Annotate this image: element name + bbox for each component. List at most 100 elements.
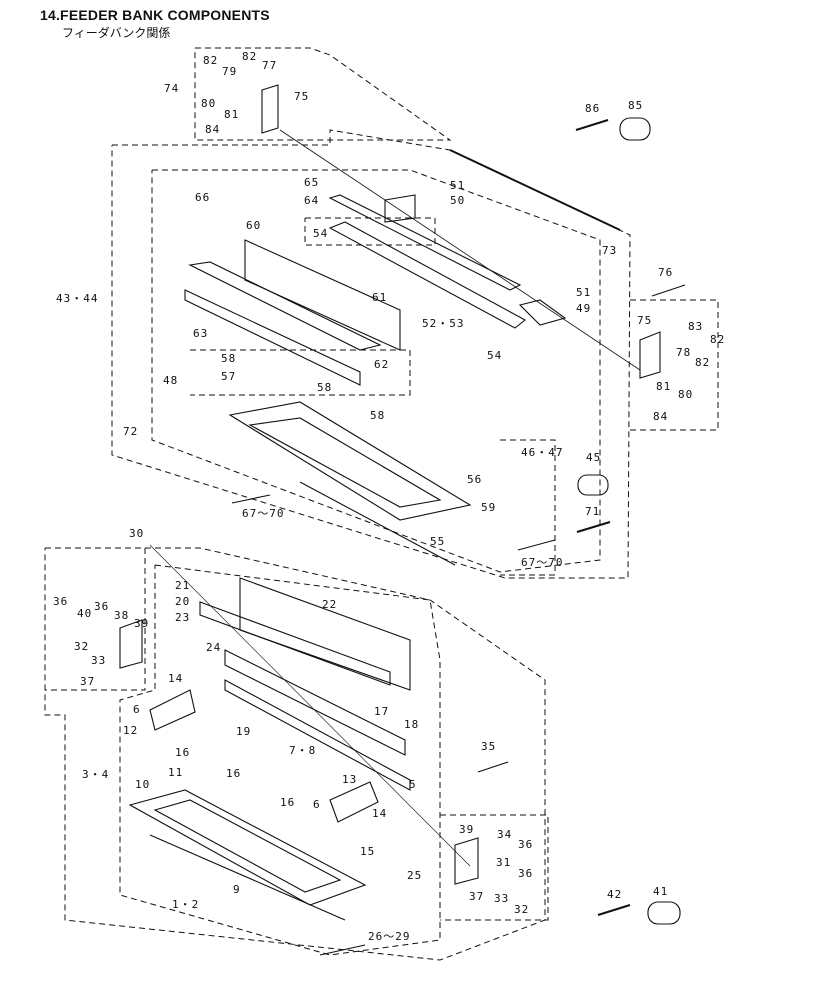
callout-label: 55 (430, 535, 446, 548)
callout-label: 46・47 (521, 446, 564, 459)
callout-label: 83 (688, 320, 704, 333)
callout-label: 43・44 (56, 292, 99, 305)
callout-label: 75 (637, 314, 653, 327)
callout-label: 20 (175, 595, 191, 608)
callout-label: 15 (360, 845, 376, 858)
callout-label: 3・4 (82, 768, 110, 781)
callout-label: 22 (322, 598, 338, 611)
callout-label: 35 (481, 740, 497, 753)
callout-label: 17 (374, 705, 390, 718)
page-subtitle: フィーダバンク関係 (62, 26, 171, 40)
callout-label: 37 (469, 890, 485, 903)
pin-35 (477, 761, 509, 773)
right-bracket-outline (630, 299, 719, 431)
pin-76 (651, 284, 686, 297)
callout-label: 36 (53, 595, 69, 608)
callout-label: 72 (123, 425, 139, 438)
callout-label: 31 (496, 856, 512, 869)
callout-label: 73 (602, 244, 618, 257)
callout-label: 32 (74, 640, 90, 653)
upper-bottom-rail (299, 481, 456, 566)
upper-bracket-75 (261, 84, 279, 134)
callout-label: 67～70 (521, 556, 564, 569)
callout-label: 51 (450, 179, 466, 192)
callout-label: 36 (518, 867, 534, 880)
pin-86 (575, 119, 609, 131)
callout-label: 14 (372, 807, 388, 820)
callout-label: 52・53 (422, 317, 465, 330)
upper-rail-64 (328, 194, 522, 291)
callout-label: 77 (262, 59, 278, 72)
callout-label: 58 (370, 409, 386, 422)
callout-label: 84 (205, 123, 221, 136)
callout-label: 75 (294, 90, 310, 103)
callout-label: 86 (585, 102, 601, 115)
callout-label: 67～70 (242, 507, 285, 520)
page-title: 14.FEEDER BANK COMPONENTS (40, 7, 270, 23)
callout-label: 66 (195, 191, 211, 204)
bracket-group-outline-top (194, 47, 452, 141)
callout-label: 49 (576, 302, 592, 315)
callout-label: 11 (168, 766, 184, 779)
callout-label: 33 (91, 654, 107, 667)
callout-label: 25 (407, 869, 423, 882)
right-bracket-75 (639, 331, 661, 379)
callout-label: 9 (233, 883, 241, 896)
callout-label: 85 (628, 99, 644, 112)
callout-label: 50 (450, 194, 466, 207)
upper-connector-block (184, 239, 401, 386)
pin-71 (576, 521, 611, 533)
callout-label: 6 (313, 798, 321, 811)
callout-label: 48 (163, 374, 179, 387)
lower-assembly-outline (44, 547, 546, 961)
inner-lower-frame-outline (119, 564, 441, 956)
callout-label: 24 (206, 641, 222, 654)
callout-label: 54 (487, 349, 503, 362)
lower-bracket-39 (119, 619, 143, 669)
upper-rail-52-53 (328, 221, 526, 329)
callout-label: 40 (77, 607, 93, 620)
lower-right-outline (500, 439, 556, 576)
callout-label: 16 (226, 767, 242, 780)
callout-label: 71 (585, 505, 601, 518)
callout-label: 82 (203, 54, 219, 67)
callout-label: 64 (304, 194, 320, 207)
callout-label: 79 (222, 65, 238, 78)
callout-label: 42 (607, 888, 623, 901)
plate-67-70-left (231, 494, 271, 504)
callout-label: 36 (94, 600, 110, 613)
callout-label: 21 (175, 579, 191, 592)
callout-label: 36 (518, 838, 534, 851)
leader-line-main (279, 129, 641, 371)
callout-label: 19 (236, 725, 252, 738)
callout-label: 65 (304, 176, 320, 189)
bracket-group-outline-bottom (45, 547, 146, 691)
callout-label: 10 (135, 778, 151, 791)
callout-label: 5 (409, 778, 417, 791)
callout-label: 6 (133, 703, 141, 716)
callout-label: 16 (280, 796, 296, 809)
leader-line-lower (149, 544, 471, 867)
callout-label: 54 (313, 227, 329, 240)
callout-label: 26～29 (368, 930, 411, 943)
upper-long-rod-73 (449, 149, 621, 231)
callout-label: 45 (586, 451, 602, 464)
callout-label: 60 (246, 219, 262, 232)
rail-group-outline (304, 217, 436, 246)
lower-connector-block (199, 577, 411, 791)
callout-label: 80 (201, 97, 217, 110)
callout-label: 41 (653, 885, 669, 898)
callout-label: 37 (80, 675, 96, 688)
callout-label: 81 (656, 380, 672, 393)
callout-label: 56 (467, 473, 483, 486)
callout-label: 1・2 (172, 898, 200, 911)
callout-label: 74 (164, 82, 180, 95)
callout-label: 33 (494, 892, 510, 905)
callout-label: 39 (459, 823, 475, 836)
assembly-boundaries (44, 47, 719, 961)
components (119, 84, 686, 956)
callout-label: 16 (175, 746, 191, 759)
callout-label: 58 (221, 352, 237, 365)
upper-frame-plate (228, 401, 472, 521)
inner-frame-outline (151, 169, 601, 573)
